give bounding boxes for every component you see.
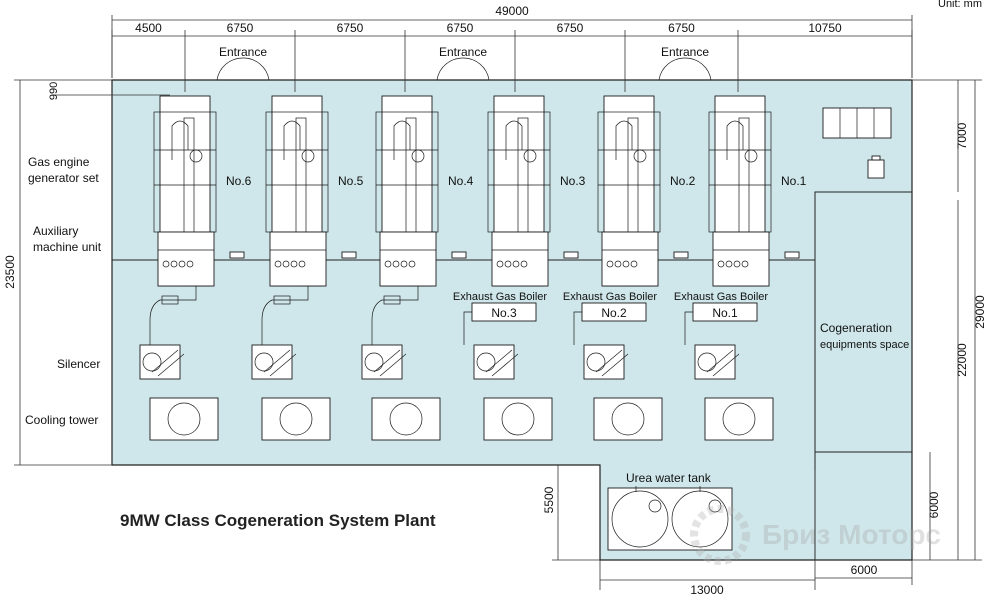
dim-segment-label: 6750 xyxy=(227,21,254,35)
dim-tank-width: 13000 xyxy=(690,583,724,597)
cooling-tower xyxy=(593,397,663,441)
generator-unit: No.4 xyxy=(361,95,474,441)
generator-unit: No.5 xyxy=(251,95,364,441)
cooling-fan-icon xyxy=(611,402,645,436)
silencer xyxy=(583,344,625,380)
label-cogen-space-1: Cogeneration xyxy=(820,321,892,335)
entrance-label: Entrance xyxy=(661,45,709,59)
entrances: Entrance Entrance Entrance xyxy=(216,45,712,81)
dim-right-top: 7000 xyxy=(955,122,969,149)
label-aux-1: Auxiliary xyxy=(33,224,78,238)
cooling-tower xyxy=(704,397,774,441)
label-cogen-space-2: equipments space xyxy=(820,339,909,351)
exhaust-pipe xyxy=(149,286,197,345)
right-dimensions: 7000 29000 22000 6000 xyxy=(912,79,987,561)
dim-tank-depth: 5500 xyxy=(542,486,556,513)
cooling-fan-icon xyxy=(279,402,313,436)
exhaust-pipe xyxy=(371,286,419,345)
door-swing-icon xyxy=(658,57,712,81)
watermark: Бриз Моторс xyxy=(690,505,941,565)
dim-segment-label: 6750 xyxy=(557,21,584,35)
dim-total-width: 49000 xyxy=(495,4,529,18)
cooling-tower xyxy=(149,397,219,441)
cooling-fan-icon xyxy=(389,402,423,436)
label-urea-tank: Urea water tank xyxy=(626,471,712,485)
auxiliary-machine xyxy=(157,231,215,287)
cogen-equipment-panel xyxy=(822,107,892,179)
left-dimensions: 23500 990 xyxy=(3,79,170,466)
dim-segment-label: 6750 xyxy=(447,21,474,35)
dim-segment-label: 4500 xyxy=(135,21,162,35)
auxiliary-machine xyxy=(712,231,770,287)
cooling-fan-icon xyxy=(167,402,201,436)
watermark-gear-icon xyxy=(690,505,750,565)
boiler-number: No.3 xyxy=(491,306,517,320)
auxiliary-machine xyxy=(491,231,549,287)
silencer xyxy=(361,344,403,380)
silencer xyxy=(251,344,293,380)
watermark-text: Бриз Моторс xyxy=(762,519,941,550)
dim-segment-label: 10750 xyxy=(808,21,842,35)
entrance-label: Entrance xyxy=(219,45,267,59)
cooling-fan-icon xyxy=(722,402,756,436)
unit-label: Unit: mm xyxy=(938,0,982,10)
dim-right-main: 29000 xyxy=(973,295,987,329)
generator-number: No.1 xyxy=(781,174,807,188)
row-labels: Gas engine generator set Auxiliary machi… xyxy=(25,155,102,427)
generator-number: No.5 xyxy=(338,174,364,188)
entrance-label: Entrance xyxy=(439,45,487,59)
exhaust-boiler-label: Exhaust Gas Boiler xyxy=(674,291,768,303)
exhaust-pipe xyxy=(261,286,309,345)
plant-title: 9MW Class Cogeneration System Plant xyxy=(120,511,436,530)
boiler-number: No.1 xyxy=(712,306,738,320)
cooling-fan-icon xyxy=(501,402,535,436)
top-dimensions: 49000 4500 6750 6750 6750 6750 6750 10750 xyxy=(111,4,913,92)
auxiliary-machine xyxy=(269,231,327,287)
generator-unit: No.6 xyxy=(139,95,252,441)
dim-offset: 990 xyxy=(48,82,60,100)
auxiliary-machine xyxy=(601,231,659,287)
silencer xyxy=(139,344,181,380)
dim-right-lower: 22000 xyxy=(955,343,969,377)
boiler-number: No.2 xyxy=(601,306,627,320)
label-gas-engine-2: generator set xyxy=(28,171,99,185)
label-gas-engine-1: Gas engine xyxy=(28,155,90,169)
silencer xyxy=(694,344,736,380)
cooling-tower xyxy=(483,397,553,441)
generator-number: No.6 xyxy=(226,174,252,188)
exhaust-boiler-label: Exhaust Gas Boiler xyxy=(453,291,547,303)
dim-space-width: 6000 xyxy=(851,563,878,577)
label-cooling-tower: Cooling tower xyxy=(25,413,98,427)
entrance-door: Entrance xyxy=(216,45,270,81)
generator-number: No.2 xyxy=(670,174,696,188)
entrance-door: Entrance xyxy=(658,45,712,81)
generator-number: No.3 xyxy=(560,174,586,188)
dim-right-tank: 6000 xyxy=(927,491,941,518)
cooling-tower xyxy=(261,397,331,441)
label-silencer: Silencer xyxy=(57,357,100,371)
dim-segment-label: 6750 xyxy=(668,21,695,35)
silencer xyxy=(473,344,515,380)
door-swing-icon xyxy=(216,57,270,81)
label-aux-2: machine unit xyxy=(33,240,102,254)
dim-segment-label: 6750 xyxy=(337,21,364,35)
door-swing-icon xyxy=(436,57,490,81)
exhaust-boiler-label: Exhaust Gas Boiler xyxy=(563,291,657,303)
dim-total-depth: 23500 xyxy=(3,255,17,289)
urea-water-tank: Urea water tank xyxy=(607,471,733,551)
generator-number: No.4 xyxy=(448,174,474,188)
entrance-door: Entrance xyxy=(436,45,490,81)
auxiliary-machine xyxy=(379,231,437,287)
cooling-tower xyxy=(371,397,441,441)
bottom-dimensions: 13000 6000 5500 xyxy=(542,465,913,597)
